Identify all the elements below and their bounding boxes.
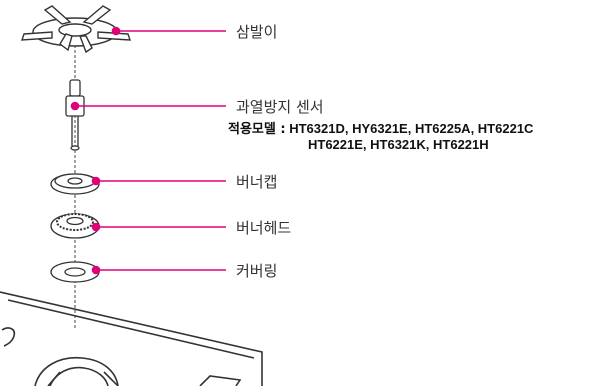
cooktop-body-illustration <box>0 291 263 386</box>
leader-dot-burner-head <box>91 222 101 232</box>
models-title: 적용모델 : <box>228 122 286 137</box>
burner-head-illustration <box>50 213 100 239</box>
label-burner-head: 버너헤드 <box>236 219 292 237</box>
leader-dot-overheat-sensor <box>70 101 80 111</box>
models-line-2: HT6221E, HT6321K, HT6221H <box>228 137 533 152</box>
leader-dot-cover-ring <box>91 265 101 275</box>
label-burner-grate: 삼발이 <box>236 23 278 41</box>
cover-ring-illustration <box>50 261 100 283</box>
models-list-1: HT6321D, HY6321E, HT6225A, HT6221C <box>289 121 534 136</box>
models-list-2: HT6221E, HT6321K, HT6221H <box>308 137 489 152</box>
label-overheat-sensor: 과열방지 센서 <box>236 98 324 116</box>
label-cover-ring: 커버링 <box>236 262 278 280</box>
models-line-1: 적용모델 : HT6321D, HY6321E, HT6225A, HT6221… <box>228 121 533 137</box>
label-burner-cap: 버너캡 <box>236 173 278 191</box>
applicable-models: 적용모델 : HT6321D, HY6321E, HT6225A, HT6221… <box>228 121 533 152</box>
burner-grate-illustration <box>21 5 131 54</box>
leader-lines <box>70 26 226 275</box>
burner-cap-illustration <box>50 173 100 195</box>
leader-dot-burner-cap <box>91 176 101 186</box>
leader-dot-burner-grate <box>111 26 121 36</box>
overheat-sensor-illustration <box>65 79 85 151</box>
